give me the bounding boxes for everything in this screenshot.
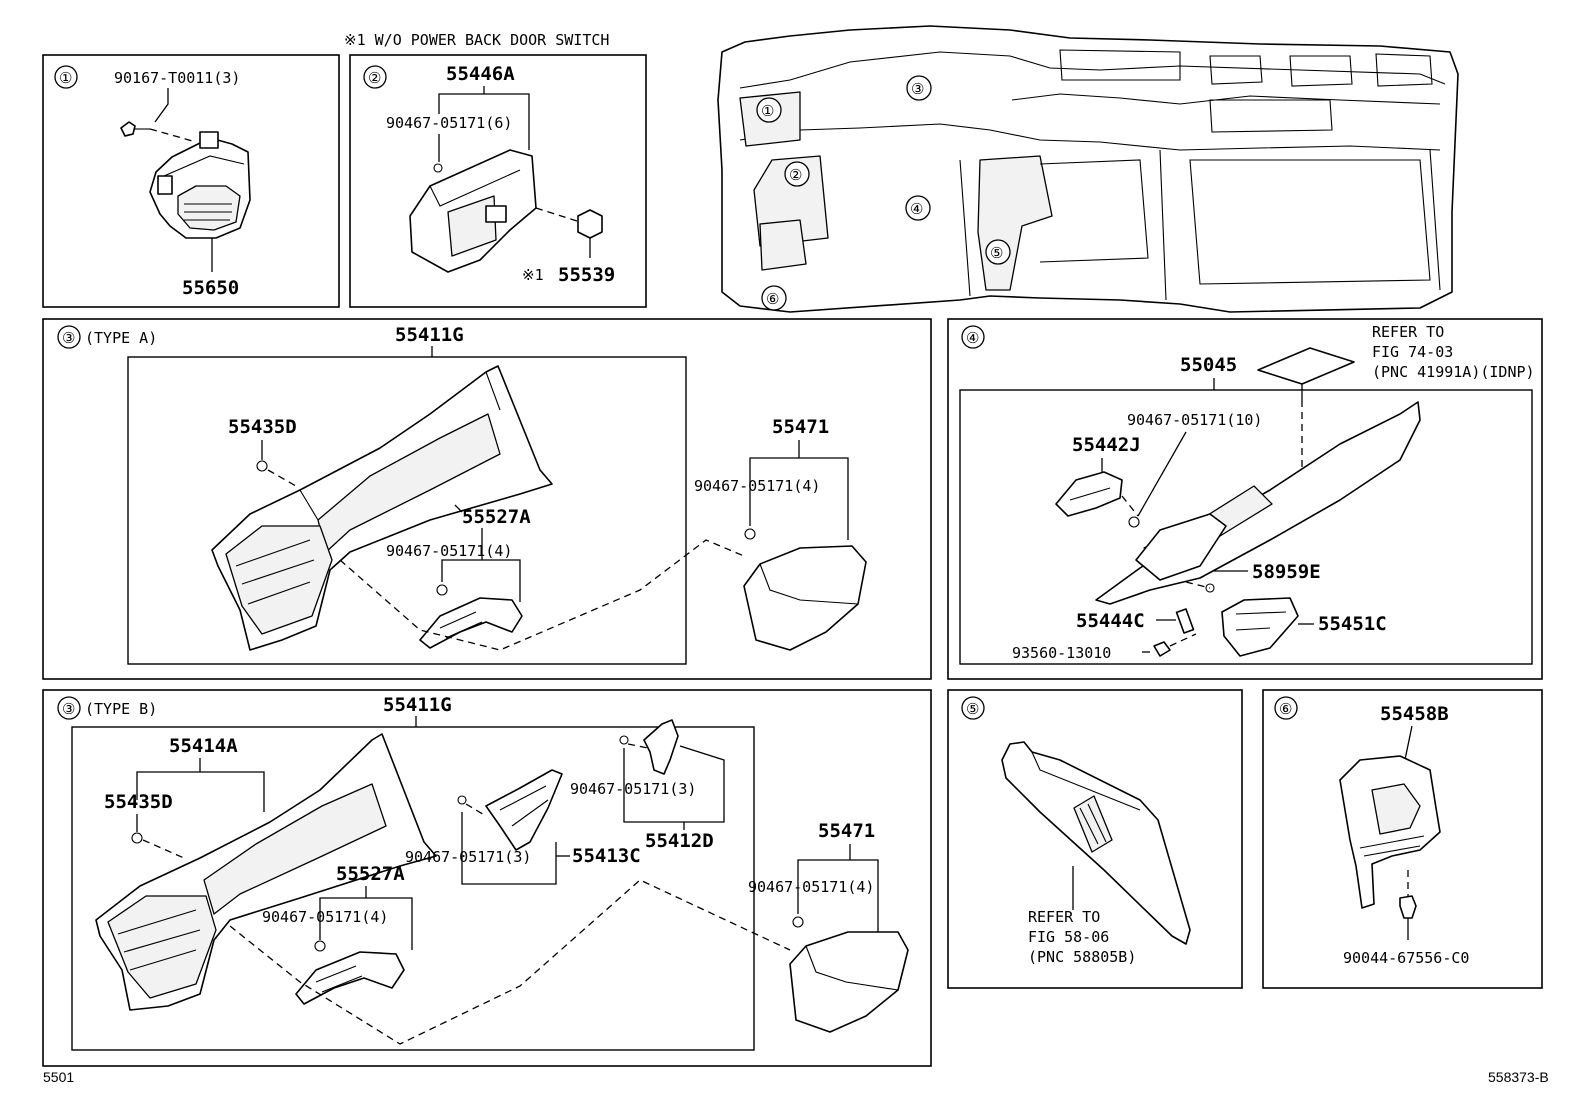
panel3a-bracket-label[interactable]: 55527A (462, 506, 531, 528)
callout-4: ④ (966, 329, 979, 347)
panel3b-sub-label[interactable]: 55414A (169, 735, 238, 757)
panel2-switch-label[interactable]: 55539 (558, 264, 615, 286)
duct-icon (1339, 755, 1441, 909)
panel5-refer-line-2: FIG 58-06 (1028, 928, 1109, 946)
bracket-a-icon (419, 597, 523, 649)
panel2-switch-mark: ※1 (522, 266, 544, 284)
panel4-bolt-label[interactable]: 90467-05171(10) (1127, 411, 1262, 429)
bracket-b-icon (295, 951, 405, 1005)
callout-6: ⑥ (1279, 700, 1292, 718)
panel-4: ④ REFER TO FIG 74-03 (PNC 41991A)(IDNP) … (947, 318, 1543, 680)
panel4-bracket-label[interactable]: 55442J (1072, 434, 1141, 456)
header-note: ※1 W/O POWER BACK DOOR SWITCH (344, 31, 609, 49)
panel3b-main-label[interactable]: 55411G (383, 694, 452, 716)
overview-callout-2: ② (789, 166, 802, 184)
knee-pad-a-icon (743, 545, 867, 651)
panel-3-type-a: ③ (TYPE A) 55411G 55435D 55527A 90467-05… (42, 318, 932, 680)
panel4-main-label[interactable]: 55045 (1180, 354, 1237, 376)
panel3b-pad-bolt-label[interactable]: 90467-05171(4) (748, 878, 874, 896)
panel6-bolt-label[interactable]: 90044-67556-C0 (1343, 949, 1469, 967)
dashboard-overview: ① ② ③ ④ ⑤ ⑥ (717, 25, 1459, 313)
type-b-label: (TYPE B) (85, 700, 157, 718)
clip-6-icon (1399, 895, 1417, 919)
screw-icon (120, 121, 150, 137)
panel-5: ⑤ REFER TO FIG 58-06 (PNC 58805B) (947, 689, 1243, 989)
panel3b-top-part-label[interactable]: 55412D (645, 830, 714, 852)
panel3a-main-label[interactable]: 55411G (395, 324, 464, 346)
glove-door-panel-icon (1095, 401, 1421, 605)
panel-3-type-b: ③ (TYPE B) 55411G 55414A 55435D 55527A 9… (42, 689, 932, 1067)
panel3b-bracket-label[interactable]: 55527A (336, 863, 405, 885)
damper-icon (1175, 608, 1195, 634)
panel5-refer-line-3: (PNC 58805B) (1028, 948, 1136, 966)
panel1-part-label[interactable]: 55650 (182, 277, 239, 299)
glove-door-icon (1001, 741, 1191, 945)
panel4-damper-label[interactable]: 55444C (1076, 610, 1145, 632)
panel-6: ⑥ 55458B 90044-67556-C0 (1262, 689, 1543, 989)
label-sheet-icon (1257, 347, 1355, 385)
panel5-refer-line-1: REFER TO (1028, 908, 1100, 926)
panel3b-mid-bolt-label[interactable]: 90467-05171(3) (405, 848, 531, 866)
panel4-box-label[interactable]: 55451C (1318, 613, 1387, 635)
callout-3b: ③ (62, 700, 75, 718)
bracket-4-icon (1055, 471, 1123, 517)
knee-pad-b-icon (789, 931, 909, 1033)
overview-callout-3: ③ (911, 80, 924, 98)
glove-box-icon (1221, 597, 1299, 657)
panel4-refer-line-1: REFER TO (1372, 323, 1444, 341)
panel4-refer-line-2: FIG 74-03 (1372, 343, 1453, 361)
panel2-bolt-label[interactable]: 90467-05171(6) (386, 114, 512, 132)
panel3a-clip-label[interactable]: 55435D (228, 416, 297, 438)
panel3a-pad-bolt-label[interactable]: 90467-05171(4) (694, 477, 820, 495)
trim-mid-icon (485, 769, 563, 851)
screw-4-icon (1153, 641, 1171, 657)
panel-2: ② 55446A 90467-05171(6) ※1 55539 (349, 54, 647, 308)
switch-panel-icon (409, 149, 537, 273)
panel1-bolt-label[interactable]: 90167-T0011(3) (114, 69, 240, 87)
door-switch-icon (577, 209, 603, 239)
panel3b-bracket-bolt-label[interactable]: 90467-05171(4) (262, 908, 388, 926)
overview-callout-6: ⑥ (766, 290, 779, 308)
footer-left: 5501 (43, 1069, 74, 1085)
panel3b-top-bolt-label[interactable]: 90467-05171(3) (570, 780, 696, 798)
overview-callout-1: ① (761, 102, 774, 120)
panel3a-bracket-bolt-label[interactable]: 90467-05171(4) (386, 542, 512, 560)
callout-3a: ③ (62, 329, 75, 347)
callout-2: ② (368, 69, 381, 87)
type-a-label: (TYPE A) (85, 329, 157, 347)
panel3b-clip-label[interactable]: 55435D (104, 791, 173, 813)
panel6-part-label[interactable]: 55458B (1380, 703, 1449, 725)
dash-panel-a-icon (211, 365, 553, 651)
trim-top-icon (643, 719, 679, 775)
panel3b-pad-label[interactable]: 55471 (818, 820, 875, 842)
overview-callout-5: ⑤ (990, 244, 1003, 262)
callout-5: ⑤ (966, 700, 979, 718)
callout-1: ① (59, 69, 72, 87)
dash-panel-b-icon (95, 733, 437, 1011)
panel2-part-top-label[interactable]: 55446A (446, 63, 515, 85)
panel3a-pad-label[interactable]: 55471 (772, 416, 829, 438)
panel3b-mid-part-label[interactable]: 55413C (572, 845, 641, 867)
footer-right: 558373-B (1488, 1069, 1549, 1085)
panel-1: ① 90167-T0011(3) 55650 (42, 54, 340, 308)
panel4-screw-label[interactable]: 93560-13010 (1012, 644, 1111, 662)
vent-assembly-icon (149, 131, 251, 239)
panel4-clip-label[interactable]: 58959E (1252, 561, 1321, 583)
overview-callout-4: ④ (910, 200, 923, 218)
panel4-refer-line-3: (PNC 41991A)(IDNP) (1372, 363, 1535, 381)
